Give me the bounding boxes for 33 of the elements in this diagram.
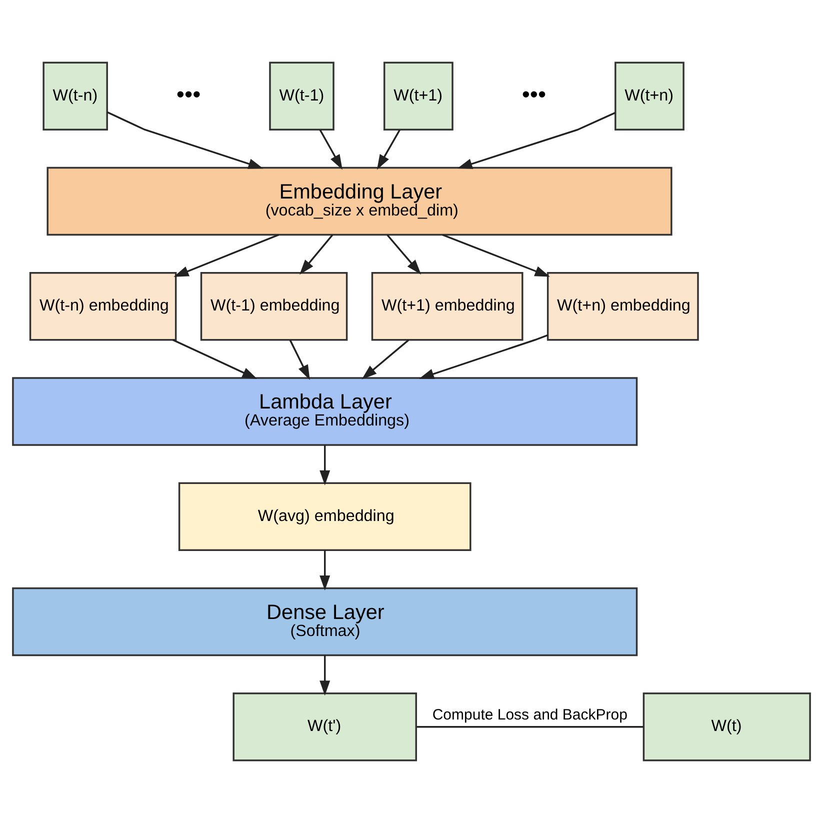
- arrow: [300, 234, 334, 274]
- node-box: W(t+n): [614, 61, 684, 130]
- arrow: [319, 128, 342, 170]
- arrow: [376, 128, 401, 170]
- node-box: W(avg) embedding: [178, 482, 472, 550]
- node-box: W(t-1): [269, 61, 334, 130]
- node-box: W(t'): [232, 692, 417, 761]
- node-box: W(t+1): [383, 61, 454, 130]
- arrow: [172, 338, 258, 379]
- arrow: [386, 234, 422, 274]
- node-box: W(t+n) embedding: [546, 272, 699, 340]
- node-box: W(t): [642, 692, 811, 761]
- connector: [416, 726, 644, 728]
- node-box: Dense Layer (Softmax): [12, 586, 638, 656]
- arrow: [320, 550, 330, 590]
- node-box: Lambda Layer (Average Embeddings): [12, 376, 638, 446]
- arrow: [442, 233, 550, 276]
- arrow: [362, 338, 410, 379]
- label: •••: [176, 80, 201, 106]
- node-box: W(t-n): [42, 61, 108, 130]
- label: •••: [522, 80, 546, 106]
- arrow: [320, 444, 330, 485]
- node-box: Embedding Layer (vocab_size x embed_dim): [46, 166, 672, 236]
- arrow: [418, 334, 548, 379]
- arrow: [320, 654, 330, 696]
- edge-label: Compute Loss and BackProp: [432, 706, 628, 723]
- arrow: [289, 339, 310, 380]
- arrow: [457, 111, 616, 168]
- arrow: [106, 110, 264, 168]
- node-box: W(t-n) embedding: [29, 272, 177, 340]
- node-box: W(t+1) embedding: [371, 272, 524, 340]
- arrow: [174, 234, 280, 276]
- node-box: W(t-1) embedding: [200, 272, 348, 340]
